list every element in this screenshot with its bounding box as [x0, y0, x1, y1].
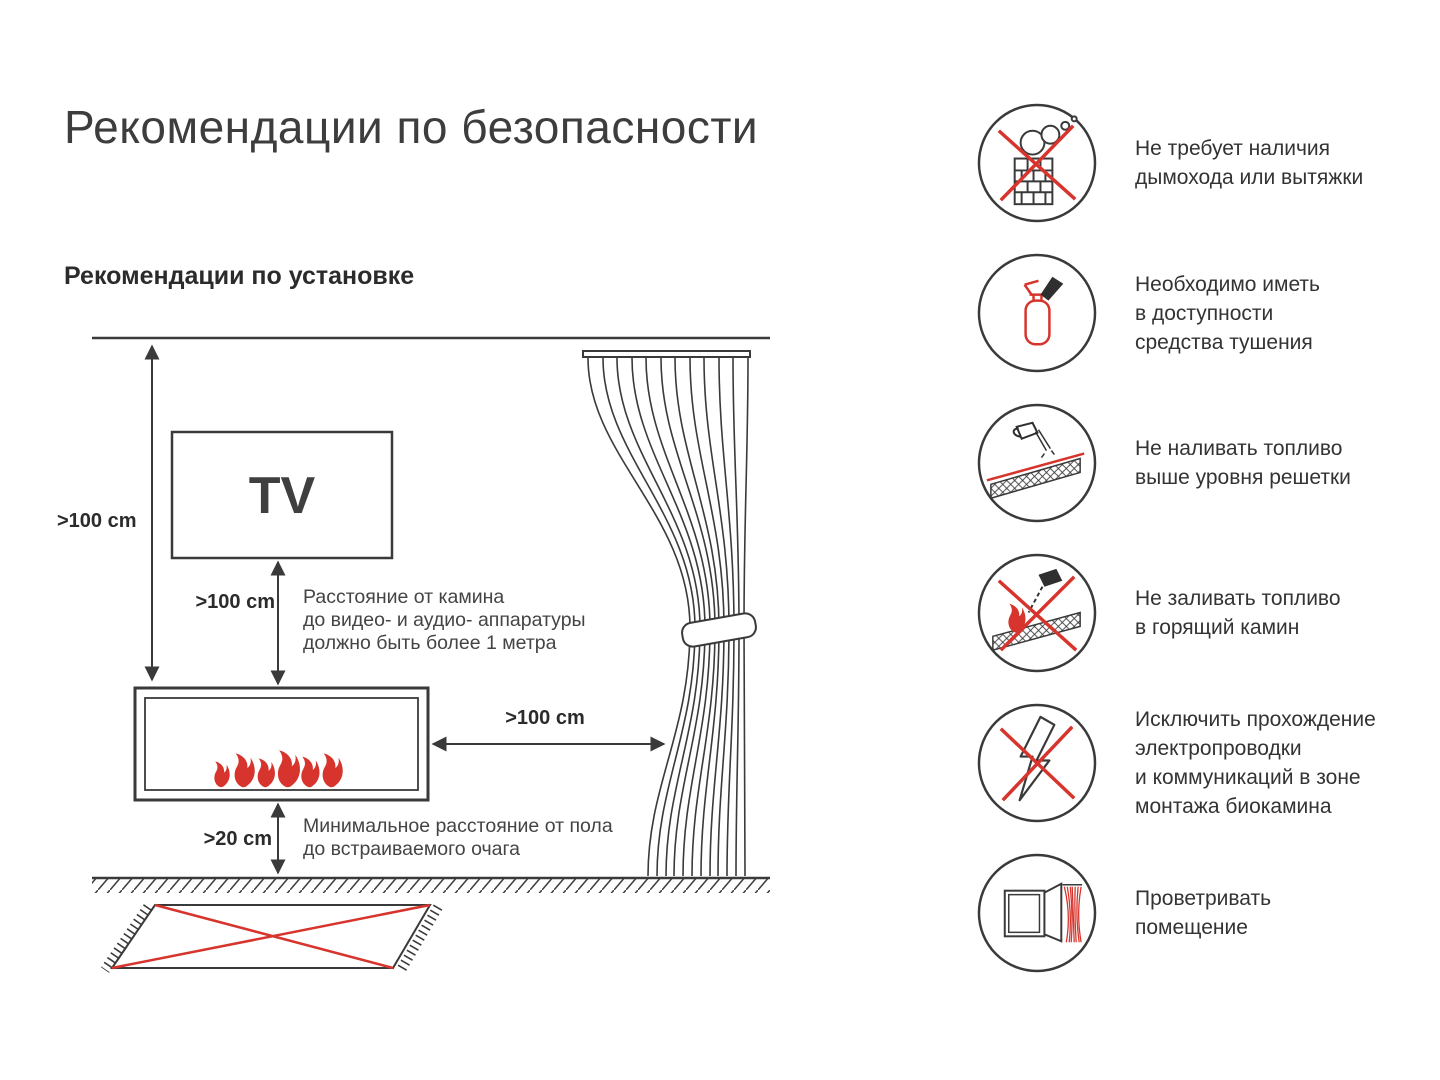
- dim-label-fireplace-curtain: >100 cm: [505, 707, 585, 729]
- safety-item: Исключить прохождение электропроводки и …: [975, 688, 1435, 838]
- note-floor-line1: Минимальное расстояние от пола: [303, 815, 613, 837]
- section-subtitle: Рекомендации по установке: [64, 262, 415, 290]
- dimension-arrow-tv-fireplace: >100 cm Расстояние от камина до видео- и…: [195, 560, 586, 686]
- note-floor-line2: до встраиваемого очага: [303, 838, 520, 860]
- rug-crossed: [100, 903, 443, 973]
- note-tv-line2: до видео- и аудио- аппаратуры: [303, 609, 586, 631]
- curtain-tie: [681, 612, 757, 648]
- tv-label: TV: [249, 467, 316, 525]
- safety-item-text: Проветривать помещение: [1135, 887, 1272, 939]
- tv-box: TV: [170, 430, 394, 560]
- safety-item: Проветривать помещение: [975, 838, 1435, 988]
- dimension-arrow-fireplace-curtain: >100 cm: [431, 707, 666, 752]
- safety-list: Не требует наличия дымохода или вытяжки: [975, 88, 1435, 988]
- dimension-arrow-floor-fireplace: >20 cm Минимальное расстояние от пола до…: [204, 802, 613, 875]
- safety-item-text: Не наливать топливо выше уровня решетки: [1135, 437, 1351, 489]
- dimension-arrow-ceiling-fireplace: >100 cm: [57, 344, 160, 682]
- ventilation-icon: [975, 851, 1099, 975]
- safety-item: Не заливать топливо в горящий камин: [975, 538, 1435, 688]
- no-chimney-icon: [975, 101, 1099, 225]
- floor-line: [92, 876, 770, 893]
- no-wiring-icon: [975, 701, 1099, 825]
- fire-extinguisher-icon: [975, 251, 1099, 375]
- dim-label-floor-fireplace: >20 cm: [204, 828, 272, 850]
- fuel-level-icon: [975, 401, 1099, 525]
- fireplace-box: [133, 686, 430, 802]
- dim-label-tv-fireplace: >100 cm: [195, 591, 275, 613]
- no-refuel-burning-icon: [975, 551, 1099, 675]
- curtain: [582, 350, 757, 877]
- safety-item-text: Не заливать топливо в горящий камин: [1135, 587, 1341, 639]
- page-title: Рекомендации по безопасности: [64, 101, 759, 153]
- note-tv-line3: должно быть более 1 метра: [303, 632, 557, 654]
- installation-diagram: >100 cm TV >100 cm Расстояние от камина …: [57, 336, 770, 973]
- safety-item-text: Не требует наличия дымохода или вытяжки: [1135, 137, 1364, 189]
- safety-item: Не наливать топливо выше уровня решетки: [975, 388, 1435, 538]
- safety-item-text: Исключить прохождение электропроводки и …: [1135, 708, 1376, 818]
- dim-label-ceiling-fireplace: >100 cm: [57, 510, 137, 532]
- note-tv-line1: Расстояние от камина: [303, 586, 504, 608]
- rug-cross-icon: [111, 903, 431, 970]
- safety-item: Не требует наличия дымохода или вытяжки: [975, 88, 1435, 238]
- safety-item: Необходимо иметь в доступности средства …: [975, 238, 1435, 388]
- safety-item-text: Необходимо иметь в доступности средства …: [1135, 272, 1320, 354]
